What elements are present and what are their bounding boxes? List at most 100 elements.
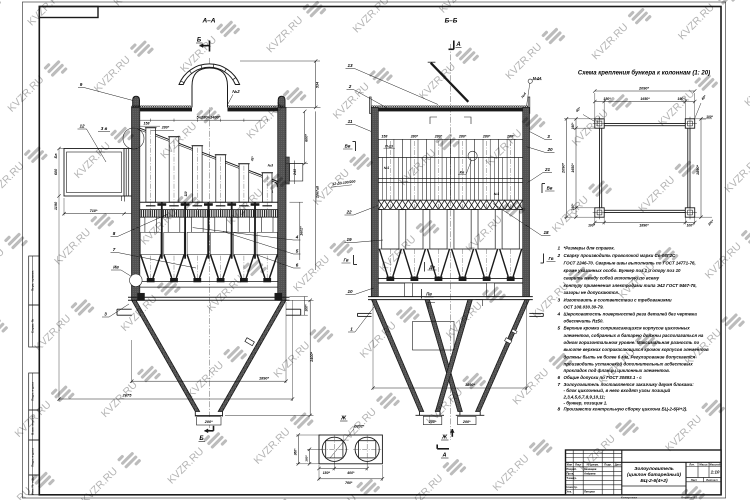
svg-text:3: 3 [104,312,107,317]
svg-text:13: 13 [347,63,353,68]
svg-text:180*: 180* [603,97,611,101]
svg-text:высоте верхних соприкасающихся: высоте верхних соприкасающихся кромок ко… [564,347,710,352]
svg-text:Кв: Кв [460,171,465,175]
svg-text:Лист: Лист [691,478,698,482]
svg-text:Ж: Ж [340,416,347,422]
svg-text:21: 21 [544,167,551,172]
svg-text:400*: 400* [346,471,355,475]
svg-text:1890*: 1890* [696,165,700,175]
svg-text:11: 11 [348,119,353,124]
svg-text:40*: 40* [574,106,582,114]
svg-text:Б: Б [197,38,202,44]
svg-text:прокладок под фланцы циклонных: прокладок под фланцы циклонных элементов… [564,367,671,373]
svg-text:280*: 280* [410,134,419,138]
svg-text:(циклон батарейный): (циклон батарейный) [627,471,681,478]
svg-text:Андреев: Андреев [583,472,596,476]
svg-text:280*: 280* [506,134,515,138]
svg-text:Вв: Вв [345,144,351,149]
svg-text:Вв: Вв [547,186,553,191]
svg-text:300*: 300* [304,304,308,312]
svg-text:2: 2 [557,253,561,258]
svg-text:12-Δ3-100/200: 12-Δ3-100/200 [332,179,356,186]
svg-text:№3: №3 [268,164,274,168]
svg-text:обеспечить Rz50.: обеспечить Rz50. [564,317,604,323]
svg-text:контуру применения электродами: контуру применения электродами типа Э42 … [564,283,697,288]
svg-text:9: 9 [80,82,83,87]
svg-text:Лист: Лист [575,463,582,467]
svg-text:№4: №4 [520,92,527,99]
svg-text:20: 20 [546,147,553,152]
svg-text:3: 3 [547,134,550,139]
svg-text:А: А [455,42,460,48]
svg-text:8: 8 [113,231,116,236]
svg-text:Утв.: Утв. [567,490,573,494]
svg-text:зазоры не допускаются.: зазоры не допускаются. [564,290,620,295]
svg-text:Подп.: Подп. [604,463,612,467]
svg-text:Бв: Бв [54,153,58,159]
svg-text:280*: 280* [434,134,443,138]
svg-text:760*: 760* [345,481,353,485]
svg-text:600: 600 [54,168,58,175]
svg-text:Формат А1: Формат А1 [681,496,698,500]
svg-text:ГОСТ 2246-70. Сварные швы выпо: ГОСТ 2246-70. Сварные швы выполнить по Г… [564,261,696,266]
svg-text:100*: 100* [707,218,715,226]
svg-text:22: 22 [345,210,352,215]
svg-text:3 в: 3 в [101,126,108,131]
svg-text:710*: 710* [90,209,98,213]
svg-text:Золоуловитель поставляется зак: Золоуловитель поставляется заказчику дву… [564,381,695,387]
svg-text:Подп. и дата: Подп. и дата [31,448,35,467]
svg-text:кроме указанных особо. Бункер: кроме указанных особо. Бункер поз.1 и оп… [564,267,682,273]
svg-text:8: 8 [558,406,561,411]
svg-text:4: 4 [295,235,299,240]
svg-text:1400*: 1400* [310,352,314,362]
svg-text:Изм: Изм [567,463,572,467]
svg-text:7: 7 [113,247,116,252]
svg-text:2067±8: 2067±8 [315,186,319,199]
svg-text:Шероховатость поверхностей рез: Шероховатость поверхностей реза деталей … [564,311,698,317]
svg-text:158: 158 [144,122,150,126]
svg-text:100*: 100* [687,224,695,228]
svg-text:Гв: Гв [548,256,553,261]
svg-text:158: 158 [381,134,387,138]
svg-text:1890*: 1890* [465,383,475,387]
svg-text:Ив: Ив [113,265,119,270]
svg-text:12: 12 [79,124,85,129]
svg-text:Масса: Масса [700,463,709,467]
svg-text:2090*: 2090* [562,163,566,174]
svg-text:280*: 280* [161,126,170,130]
svg-text:19: 19 [346,237,352,242]
svg-text:100*: 100* [706,115,713,119]
svg-text:180*: 180* [323,471,331,475]
svg-text:Произвести контрольную сборку: Произвести контрольную сборку циклона БЦ… [564,405,688,411]
svg-text:Петров: Петров [584,490,595,494]
svg-text:Сварку производить проволокой: Сварку производить проволокой марки Св-0… [564,252,677,258]
svg-text:6: 6 [296,263,299,268]
svg-text:БЦ-2-6(4+2): БЦ-2-6(4+2) [640,478,668,484]
svg-text:5: 5 [558,326,561,331]
svg-text:Верхние кромки соприкасающихся: Верхние кромки соприкасающихся корпусов … [564,326,691,331]
svg-text:Гв: Гв [343,258,348,263]
svg-text:Разраб.: Разраб. [567,467,577,471]
svg-text:100*: 100* [588,224,596,228]
svg-text:Копировал: Копировал [621,496,637,500]
svg-text:1890*: 1890* [639,224,649,228]
svg-text:1:10: 1:10 [711,470,720,475]
svg-text:200*: 200* [462,420,471,424]
svg-text:1602*: 1602* [299,226,303,236]
svg-text:Общие допуски по ГОСТ 30893.1: Общие допуски по ГОСТ 30893.1 - с [564,374,643,380]
svg-text:3: 3 [558,297,561,302]
svg-text:200*: 200* [428,420,437,424]
svg-text:45°: 45° [250,155,256,162]
svg-text:360*: 360* [294,448,298,456]
svg-text:1890*: 1890* [259,376,269,380]
svg-text:1650*: 1650* [571,163,575,173]
svg-text:Масштаб: Масштаб [710,464,721,467]
svg-text:Подп. и дата: Подп. и дата [31,382,35,401]
svg-text:600*: 600* [304,134,308,142]
svg-text:Б: Б [199,436,204,442]
svg-text:1650*: 1650* [640,97,650,101]
svg-text:Т.контр.: Т.контр. [567,476,578,480]
svg-text:Казанцев: Казанцев [584,467,597,471]
svg-text:Перв. примен.: Перв. примен. [31,270,35,291]
svg-text:Пв: Пв [426,292,432,297]
